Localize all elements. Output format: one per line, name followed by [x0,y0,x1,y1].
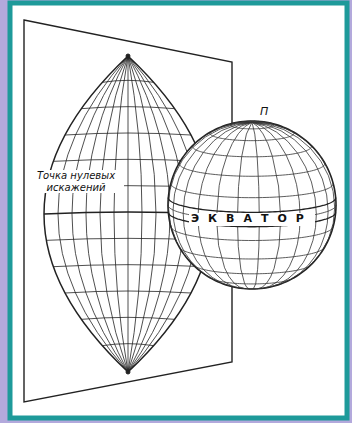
parallel-line [102,344,153,346]
meridian-line [86,56,128,372]
meridian-line [100,56,128,372]
pole-label: П [258,106,270,119]
zero-distortion-label: Точка нулевых искажений [28,170,124,193]
frame [10,3,347,418]
meridian-line [58,56,128,372]
parallel-line [65,133,191,135]
parallel-line [102,80,153,82]
meridian-line [128,56,156,372]
parallel-line [81,107,174,109]
meridian-line [128,56,129,372]
meridian-line [72,56,128,372]
globe [168,121,336,289]
meridian-line [128,56,142,372]
equator-label: ЭКВАТОР [189,213,315,226]
parallel-line [81,317,174,319]
meridian-line [114,56,128,372]
parallel-line [65,291,191,293]
parallel-line [53,265,202,267]
